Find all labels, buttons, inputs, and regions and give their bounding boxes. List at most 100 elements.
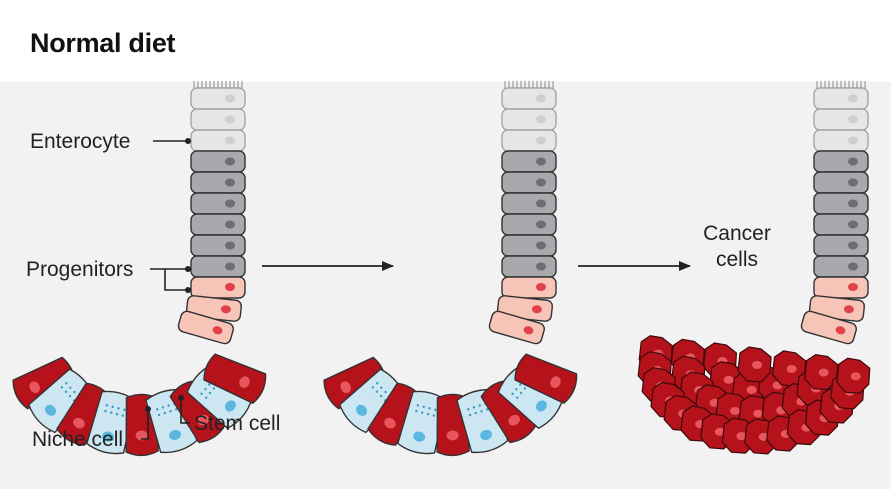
enterocyte-cell	[813, 87, 869, 110]
stem-granule	[167, 404, 170, 407]
niche-cell	[203, 353, 267, 405]
cancer-nucleus	[850, 372, 861, 381]
transit-cell	[177, 310, 234, 345]
cancer-nucleus	[786, 364, 797, 373]
progenitor-nucleus	[225, 199, 235, 208]
stem-cell-leader	[180, 399, 190, 424]
progenitor-nucleus	[225, 262, 235, 271]
stem-granule	[519, 383, 522, 386]
stem-granule	[169, 410, 172, 413]
transit-cell-group	[501, 276, 557, 299]
cancer-nucleus	[723, 375, 734, 384]
stem-granule	[422, 405, 425, 408]
stem-granule	[208, 383, 211, 386]
progenitors-dot-2	[185, 287, 191, 293]
enterocyte-cell	[501, 129, 557, 152]
progenitor-nucleus	[536, 220, 546, 229]
stem-cell	[27, 368, 94, 434]
stem-granule	[376, 382, 379, 385]
progenitor-cell	[813, 171, 869, 194]
progenitor-cell	[501, 255, 557, 278]
stem-granule	[486, 408, 489, 411]
stem-granule	[519, 391, 523, 395]
stem-granule	[468, 413, 472, 417]
transit-cell	[190, 276, 246, 299]
enterocyte-nucleus	[536, 136, 546, 145]
stem-cell-body	[145, 389, 198, 454]
stem-granule	[64, 390, 68, 393]
stem-cell-body	[456, 389, 509, 454]
stem-granule	[416, 404, 420, 407]
stem-nucleus	[102, 431, 115, 442]
enterocyte-cell	[501, 87, 557, 110]
stem-granule	[478, 404, 481, 407]
stem-granule	[515, 387, 518, 391]
cancer-nucleus	[753, 409, 764, 418]
stem-granule	[523, 387, 527, 390]
enterocyte-cell	[813, 129, 869, 152]
cancer-cell	[737, 346, 772, 383]
progenitors-dot-1	[185, 266, 191, 272]
stem-granule	[68, 394, 72, 398]
cancer-label-line-2: cells	[716, 248, 758, 271]
niche-nucleus	[446, 430, 459, 441]
enterocyte-nucleus	[536, 94, 546, 103]
stem-cell-body	[27, 368, 94, 434]
enterocyte-cell	[190, 87, 246, 110]
niche-nucleus	[197, 414, 209, 426]
page-title: Normal diet	[30, 28, 176, 58]
stem-granule	[110, 411, 113, 414]
stem-granule	[375, 390, 379, 393]
transit-nucleus	[225, 283, 235, 291]
progenitor-nucleus	[848, 241, 858, 250]
niche-cell-body	[203, 353, 267, 405]
niche-cell	[12, 356, 76, 410]
stem-cell	[456, 389, 509, 454]
stem-granule	[511, 392, 514, 395]
enterocyte-nucleus	[225, 94, 235, 103]
enterocyte-nucleus	[848, 115, 858, 124]
progenitor-nucleus	[536, 199, 546, 208]
brush-border	[504, 81, 554, 88]
cancer-nucleus	[736, 432, 747, 441]
cancer-nucleus	[730, 406, 741, 415]
stem-granule	[428, 407, 431, 410]
transit-cell-group	[488, 310, 545, 345]
niche-nucleus	[508, 414, 520, 426]
stem-granule	[200, 392, 203, 395]
stem-granule	[104, 409, 107, 413]
stem-granule	[204, 387, 207, 391]
niche-cell-body	[56, 382, 112, 446]
stem-granule	[161, 406, 165, 409]
stem-nucleus	[413, 431, 426, 442]
niche-nucleus	[239, 376, 250, 389]
transit-nucleus	[523, 326, 534, 335]
progenitor-cell	[501, 213, 557, 236]
niche-cell-leader	[141, 410, 149, 440]
stem-nucleus	[169, 429, 181, 441]
progenitor-nucleus	[848, 178, 858, 187]
enterocyte-nucleus	[848, 136, 858, 145]
stem-granule	[117, 407, 120, 410]
cancer-cell	[836, 357, 871, 394]
stem-cell-dot	[178, 395, 184, 401]
niche-cell-body	[323, 356, 387, 410]
progenitor-cell	[501, 234, 557, 257]
stem-granule	[371, 386, 375, 389]
stem-granule	[205, 396, 208, 399]
brush-border	[193, 81, 243, 88]
stem-granule	[384, 390, 387, 394]
enterocyte-nucleus	[225, 136, 235, 145]
stem-granule	[516, 396, 519, 399]
enterocyte-nucleus	[225, 115, 235, 124]
progenitor-nucleus	[225, 241, 235, 250]
enterocyte-cell	[190, 129, 246, 152]
stem-granule	[115, 412, 119, 416]
stem-granule	[415, 409, 418, 413]
niche-nucleus	[384, 417, 396, 429]
stem-granule	[73, 390, 76, 394]
progenitor-nucleus	[848, 199, 858, 208]
stem-nucleus	[356, 404, 368, 416]
stem-granule	[380, 386, 383, 389]
transit-cell-group	[813, 276, 869, 299]
